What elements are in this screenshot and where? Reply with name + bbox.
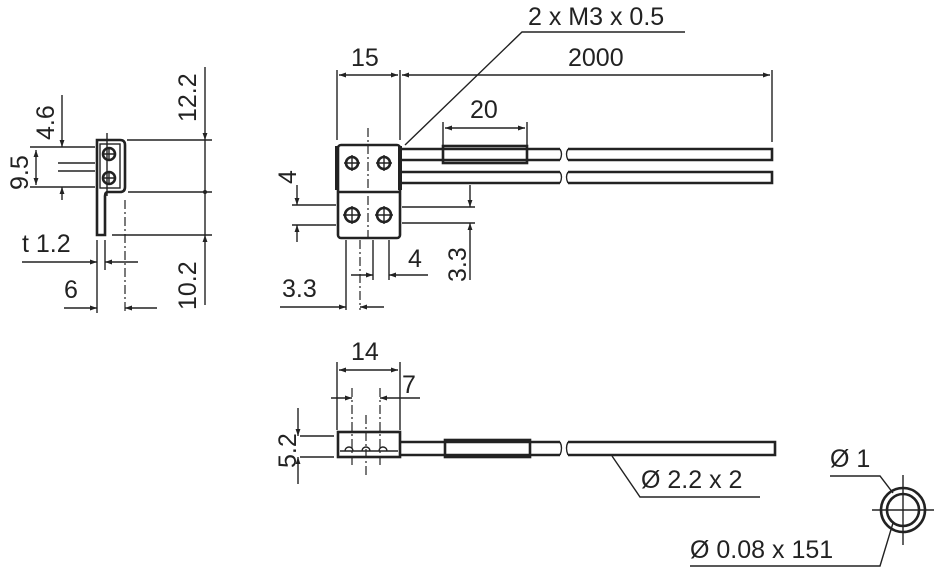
dim-14: 14 <box>351 338 379 366</box>
cable-label: Ø 2.2 x 2 <box>641 466 742 494</box>
dim-20: 20 <box>470 96 498 124</box>
cables <box>400 144 774 185</box>
dim-5-2: 5.2 <box>274 433 302 468</box>
holes <box>343 128 393 240</box>
sleeve <box>441 144 529 165</box>
dim-7: 7 <box>402 371 416 399</box>
thread-label: 2 x M3 x 0.5 <box>528 3 664 31</box>
dim-4-left: 4 <box>274 170 302 184</box>
dim-12-2: 12.2 <box>174 73 202 122</box>
dim-3-3-right: 3.3 <box>444 247 472 282</box>
fiber-label: Ø 0.08 x 151 <box>690 536 833 564</box>
sleeve-front <box>443 438 532 459</box>
core-label: Ø 1 <box>830 445 870 473</box>
dim-thickness: t 1.2 <box>22 230 71 258</box>
dim-9-5: 9.5 <box>6 155 34 190</box>
dim-4-6: 4.6 <box>32 105 60 140</box>
front-view: 14 7 5.2 Ø 2.2 x 2 <box>274 338 777 498</box>
side-view: 12.2 10.2 4.6 9.5 t 1.2 6 <box>6 67 212 313</box>
dim-4-bottom: 4 <box>408 245 422 273</box>
dim-15: 15 <box>351 44 379 72</box>
dim-10-2: 10.2 <box>174 261 202 310</box>
bracket-outline <box>95 138 127 237</box>
dim-6: 6 <box>64 276 78 304</box>
block-front <box>336 430 402 459</box>
dim-3-3-bottom: 3.3 <box>282 275 317 303</box>
bracket-inner <box>99 143 121 189</box>
cross-section: Ø 1 Ø 0.08 x 151 <box>690 445 934 567</box>
dim-2000: 2000 <box>568 44 624 72</box>
top-view: 15 2000 20 2 x M3 x 0.5 4 3.3 4 3.3 <box>274 3 774 310</box>
